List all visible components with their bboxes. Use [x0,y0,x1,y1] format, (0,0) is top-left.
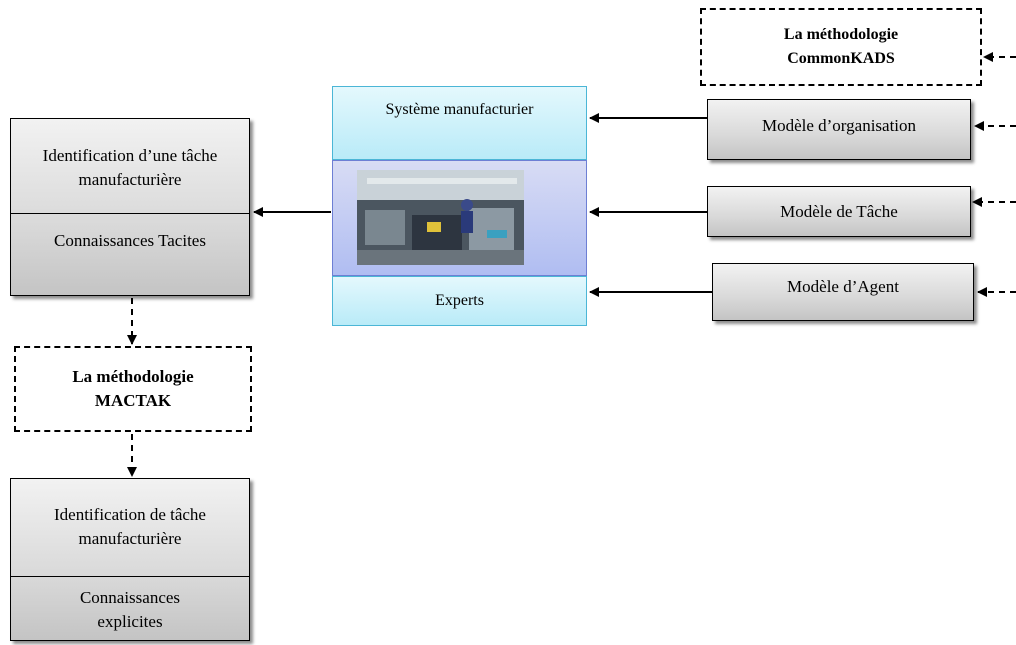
tacit-task-title: Identification d’une tâche manufacturièr… [42,146,218,189]
system-label: Système manufacturier [385,101,534,118]
tacit-task-box: Identification d’une tâche manufacturièr… [10,118,250,296]
agent-model-label: Modèle d’Agent [787,277,899,296]
mactak-label: La méthodologie MACTAK [72,367,194,410]
commonkads-label: La méthodologie CommonKADS [783,26,899,67]
experts-box: Experts [332,276,587,326]
agent-model-box: Modèle d’Agent [712,263,974,321]
explicit-task-title: Identification de tâche manufacturière [54,505,206,548]
task-model-box: Modèle de Tâche [707,186,971,237]
explicit-divider [11,576,249,577]
tacit-knowledge-label: Connaissances Tacites [54,231,206,250]
explicit-knowledge-label: Connaissances explicites [79,588,181,631]
organisation-model-box: Modèle d’organisation [707,99,971,160]
experts-label: Experts [435,292,484,309]
tacit-divider [11,213,249,214]
explicit-task-box: Identification de tâche manufacturière C… [10,478,250,641]
commonkads-methodology-box: La méthodologie CommonKADS [700,8,982,86]
factory-photo [357,170,524,265]
system-box: Système manufacturier [332,86,587,160]
mactak-methodology-box: La méthodologie MACTAK [14,346,252,432]
organisation-model-label: Modèle d’organisation [761,116,917,135]
task-model-label: Modèle de Tâche [780,202,898,221]
